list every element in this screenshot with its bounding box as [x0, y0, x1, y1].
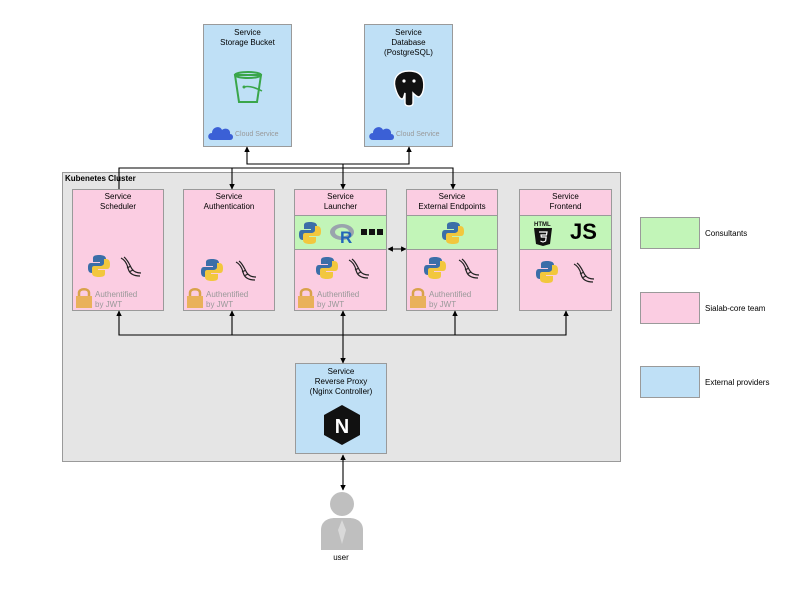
lock-icon — [298, 288, 314, 308]
frontend-service[interactable]: Service Frontend HTML JS — [519, 189, 612, 311]
database-title-line-3: (PostgreSQL) — [384, 48, 433, 57]
python-icon — [88, 255, 110, 277]
user-label: user — [333, 553, 349, 562]
scheduler-title-line-2: Scheduler — [99, 202, 137, 211]
legend-swatch-external — [640, 366, 700, 398]
authentication-auth-line-2: by JWT — [206, 300, 234, 309]
proxy-title-line-2: Reverse Proxy — [314, 377, 368, 386]
launcher-service[interactable]: Service Launcher R Authentified by JWT — [294, 189, 387, 311]
legend-label-external: External providers — [705, 378, 770, 387]
launcher-auth-line-2: by JWT — [317, 300, 345, 309]
proxy-title-line-1: Service — [327, 367, 355, 376]
flask-icon — [573, 262, 595, 283]
database-cloud-label: Cloud Service — [396, 131, 440, 138]
scheduler-auth-line-1: Authentified — [95, 290, 138, 299]
database-title-line-2: Database — [391, 38, 426, 47]
authentication-title-line-2: Authentication — [203, 202, 255, 211]
external-endpoints-service[interactable]: Service External Endpoints Authentified … — [406, 189, 498, 311]
storage-title-line-1: Service — [234, 28, 261, 37]
legend-label-sialab-core: Sialab-core team — [705, 304, 766, 313]
authentication-auth-line-1: Authentified — [206, 290, 249, 299]
endpoints-auth-line-1: Authentified — [429, 290, 472, 299]
scheduler-title-line-1: Service — [104, 192, 132, 201]
cloud-icon — [369, 127, 394, 140]
more-icon — [361, 229, 383, 235]
frontend-consultants-band: HTML JS — [519, 215, 612, 250]
flask-icon — [348, 258, 370, 279]
proxy-title-line-3: (Nginx Controller) — [309, 387, 373, 396]
nginx-icon: N — [324, 405, 360, 445]
r-letter: R — [340, 228, 352, 245]
postgresql-icon — [393, 70, 425, 107]
lock-icon — [410, 288, 426, 308]
python-icon — [201, 259, 223, 281]
lock-icon — [187, 288, 203, 308]
python-icon — [316, 257, 338, 279]
database-title-line-1: Service — [395, 28, 422, 37]
legend-label-consultants: Consultants — [705, 229, 748, 238]
nginx-letter: N — [335, 416, 349, 438]
flask-icon — [120, 256, 142, 277]
html5-label: HTML — [534, 222, 551, 228]
flask-icon — [458, 258, 480, 279]
launcher-auth-line-1: Authentified — [317, 290, 360, 299]
launcher-title-line-1: Service — [327, 192, 354, 201]
frontend-title-line-1: Service — [552, 192, 579, 201]
launcher-consultants-band: R — [294, 215, 387, 250]
python-icon — [424, 257, 446, 279]
endpoints-consultants-band — [406, 215, 498, 250]
cluster-title: Kubenetes Cluster — [65, 174, 136, 183]
legend-swatch-sialab-core — [640, 292, 700, 324]
legend-swatch-consultants — [640, 217, 700, 249]
connector-launcher-database — [343, 146, 412, 165]
scheduler-auth-line-2: by JWT — [95, 300, 123, 309]
r-language-icon: R — [330, 224, 354, 245]
scheduler-service[interactable]: Service Scheduler Authentified by JWT — [72, 189, 164, 311]
storage-bucket-service[interactable]: Service Storage Bucket Cloud Service — [203, 24, 292, 147]
launcher-title-line-2: Launcher — [323, 202, 358, 211]
authentication-title-line-1: Service — [215, 192, 243, 201]
lock-icon — [76, 288, 92, 308]
storage-cloud-label: Cloud Service — [235, 131, 279, 138]
user-icon — [321, 492, 363, 550]
storage-title-line-2: Storage Bucket — [220, 38, 275, 47]
frontend-title-line-2: Frontend — [549, 202, 582, 211]
html5-icon: HTML — [534, 222, 552, 246]
cloud-icon — [208, 127, 233, 140]
reverse-proxy-service[interactable]: Service Reverse Proxy (Nginx Controller)… — [295, 363, 387, 454]
database-service[interactable]: Service Database (PostgreSQL) Cloud Serv… — [364, 24, 453, 147]
python-icon — [536, 261, 558, 283]
python-icon — [442, 222, 464, 244]
js-icon: JS — [570, 219, 597, 244]
flask-icon — [235, 260, 257, 281]
python-icon — [299, 222, 321, 244]
bucket-icon — [233, 71, 263, 103]
endpoints-title-line-1: Service — [438, 192, 466, 201]
authentication-service[interactable]: Service Authentication Authentified by J… — [183, 189, 275, 311]
endpoints-auth-line-2: by JWT — [429, 300, 457, 309]
endpoints-title-line-2: External Endpoints — [418, 202, 486, 211]
